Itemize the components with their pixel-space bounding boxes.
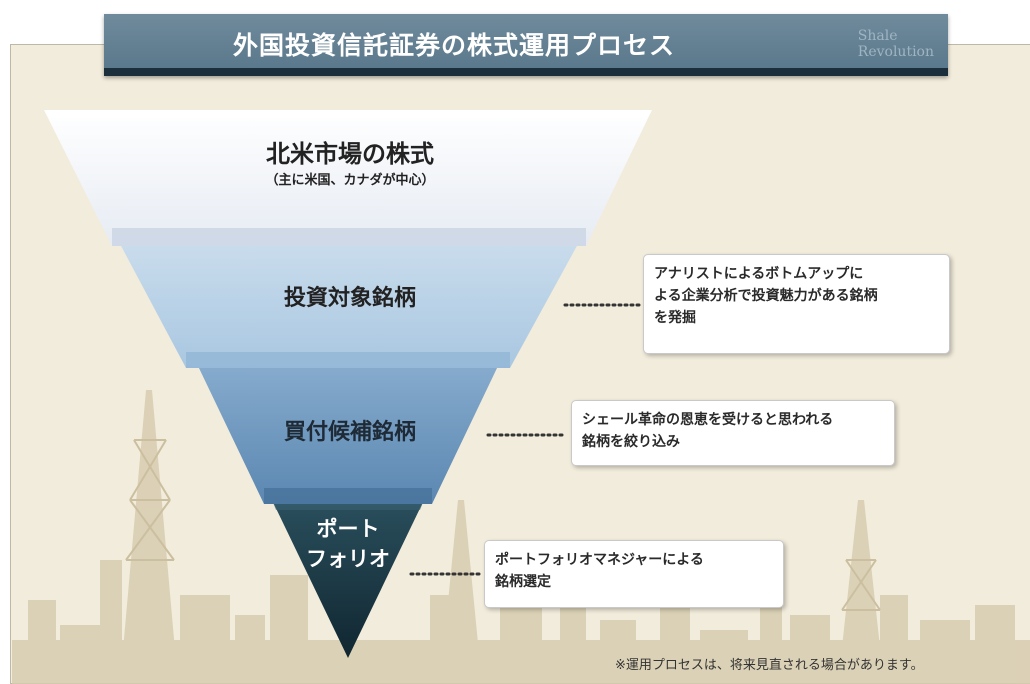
callout-2-line-2: 銘柄を絞り込み [582,434,680,450]
callout-1-line-3: を発掘 [654,310,696,326]
level-4-label: ポート フォリオ [268,514,428,574]
level-2-label: 投資対象銘柄 [200,284,500,314]
level-2-title: 投資対象銘柄 [283,286,416,311]
footnote: ※運用プロセスは、将来見直される場合があります。 [615,658,924,673]
level-3-title: 買付候補銘柄 [283,420,416,445]
level-1-subtitle: （主に米国、カナダが中心） [265,173,435,188]
callout-3-line-1: ポートフォリオマネジャーによる [495,552,704,568]
funnel-level-purchase-candidates [198,366,498,504]
funnel-level-investment-targets [120,244,578,368]
rig-lattice [125,439,881,611]
brand-line-2: Revolution [857,44,934,60]
funnel-level-north-american-equities [44,110,652,246]
skyline-silhouette [12,390,1030,684]
level-1-label: 北米市場の株式 （主に米国、カナダが中心） [200,138,500,192]
title-bar-strip [104,68,948,76]
title-bar: 外国投資信託証券の株式運用プロセス Shale Revolution [104,14,948,76]
callout-2-line-1: シェール革命の恩恵を受けると思われる [582,412,834,428]
callout-pm-selection: ポートフォリオマネジャーによる 銘柄選定 [484,540,784,608]
level-1-title: 北米市場の株式 [266,140,434,168]
callout-1-line-1: アナリストによるボトムアップに [654,266,864,282]
level-3-label: 買付候補銘柄 [200,418,500,448]
brand-line-1: Shale [857,28,898,44]
level-4-title-line-2: フォリオ [306,547,390,571]
page-title: 外国投資信託証券の株式運用プロセス [232,31,675,60]
callout-shale-screening: シェール革命の恩恵を受けると思われる 銘柄を絞り込み [571,400,895,466]
callout-3-line-2: 銘柄選定 [495,574,551,590]
brand-logo-text: Shale Revolution [858,28,934,60]
callout-1-line-2: よる企業分析で投資魅力がある銘柄 [654,288,878,304]
callout-analyst-research: アナリストによるボトムアップに よる企業分析で投資魅力がある銘柄 を発掘 [643,254,950,354]
level-4-title-line-1: ポート [316,517,380,541]
funnel-level-portfolio [272,500,424,658]
